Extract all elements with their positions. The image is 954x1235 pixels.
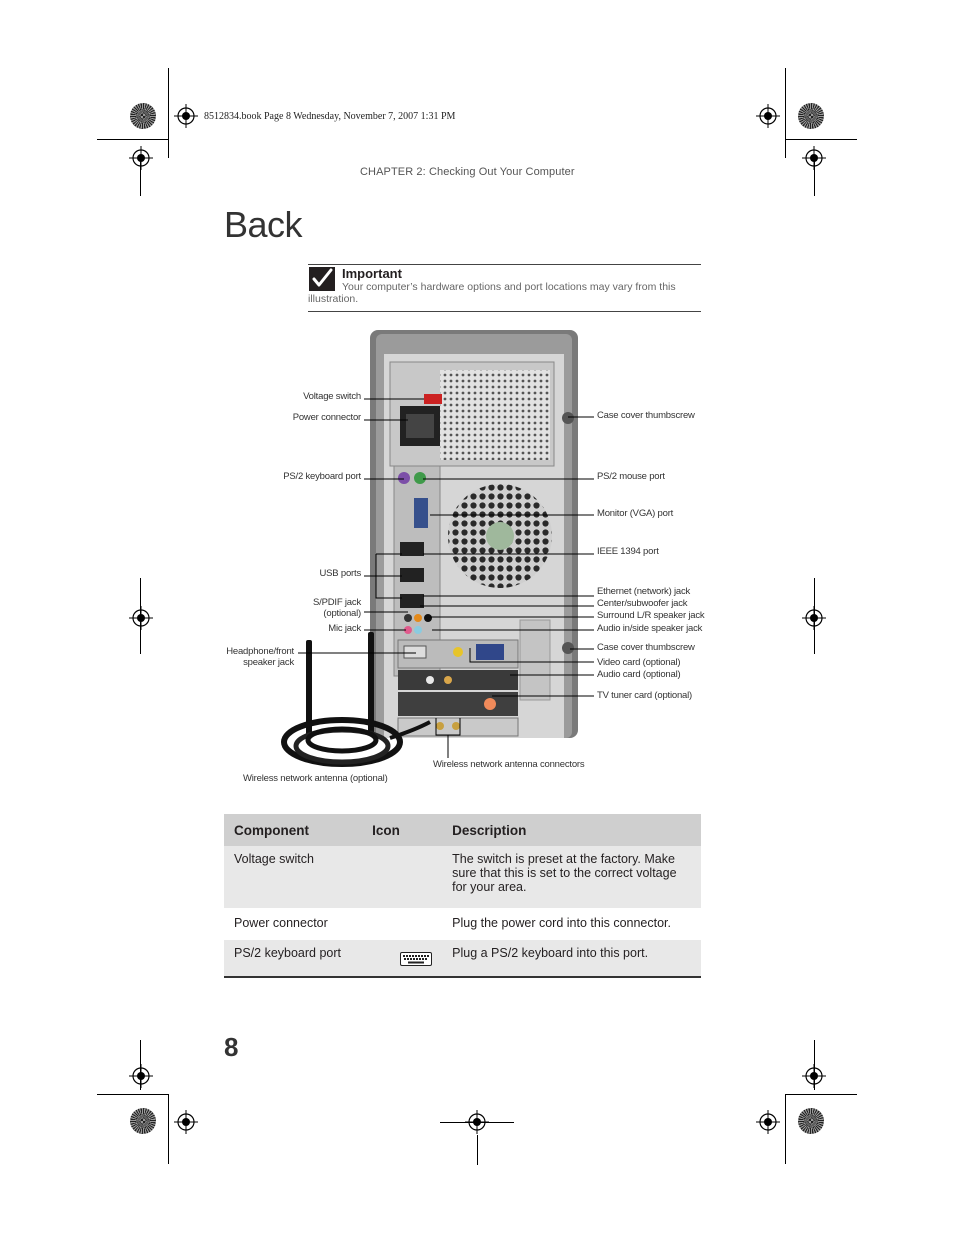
crop-mark	[814, 1040, 815, 1090]
running-head: CHAPTER 2: Checking Out Your Computer	[360, 166, 575, 178]
cell-description: Plug a PS/2 keyboard into this port.	[442, 938, 701, 978]
component-table: Component Icon Description Voltage switc…	[224, 814, 701, 978]
callout-ps2-mouse: PS/2 mouse port	[597, 471, 665, 482]
page-title: Back	[224, 204, 303, 245]
registration-mark-icon	[174, 1110, 198, 1134]
computer-back-photo	[370, 330, 578, 738]
page-number: 8	[224, 1032, 239, 1062]
cell-component: Voltage switch	[224, 846, 363, 909]
cell-component: Power connector	[224, 908, 363, 939]
crop-mark	[477, 1135, 478, 1165]
callout-spdif: S/PDIF jack	[313, 597, 361, 608]
crop-mark	[97, 139, 169, 140]
book-info-line: 8512834.book Page 8 Wednesday, November …	[204, 111, 456, 122]
header-component: Component	[224, 814, 363, 846]
callout-power-connector: Power connector	[292, 412, 361, 423]
table-row: Voltage switch The switch is preset at t…	[224, 846, 701, 909]
registration-mark-icon	[174, 104, 198, 128]
important-note: Important Your computer’s hardware optio…	[308, 264, 701, 312]
callout-audio-card: Audio card (optional)	[597, 669, 681, 680]
keyboard-icon	[400, 952, 433, 966]
important-text: Your computer’s hardware options and por…	[308, 281, 676, 305]
callout-tv-tuner: TV tuner card (optional)	[597, 690, 692, 701]
registration-mark-icon	[129, 606, 153, 630]
crop-mark	[814, 578, 815, 654]
callout-ethernet: Ethernet (network) jack	[597, 586, 691, 597]
callout-case-cover-bottom: Case cover thumbscrew	[597, 642, 695, 653]
checkmark-icon	[309, 267, 335, 291]
print-dial-mark	[798, 103, 824, 129]
crop-mark	[785, 68, 786, 158]
cell-description: Plug the power cord into this connector.	[442, 908, 701, 939]
callout-mic-jack: Mic jack	[328, 623, 361, 634]
cell-icon	[362, 908, 443, 939]
table-header-row: Component Icon Description	[224, 814, 701, 846]
callout-center-subwoofer: Center/subwoofer jack	[597, 598, 688, 609]
header-description: Description	[442, 814, 701, 846]
crop-mark	[440, 1122, 514, 1123]
callout-usb-ports: USB ports	[319, 568, 362, 579]
callout-surround: Surround L/R speaker jack	[597, 610, 705, 621]
crop-mark	[814, 160, 815, 196]
callout-headphone: Headphone/front	[226, 646, 294, 657]
callout-antenna-connectors: Wireless network antenna connectors	[433, 759, 585, 770]
print-dial-mark	[130, 103, 156, 129]
crop-mark	[785, 1094, 786, 1164]
callout-spdif-optional: (optional)	[323, 608, 361, 619]
crop-mark	[140, 1040, 141, 1090]
registration-mark-icon	[756, 104, 780, 128]
crop-mark	[97, 1094, 169, 1095]
cell-description: The switch is preset at the factory. Mak…	[442, 846, 701, 909]
table-row: PS/2 keyboard port Plug a PS/2 keyboard …	[224, 938, 701, 978]
table-row: Power connector Plug the power cord into…	[224, 908, 701, 939]
registration-mark-icon	[756, 1110, 780, 1134]
registration-mark-icon	[129, 146, 153, 170]
crop-mark	[785, 139, 857, 140]
print-dial-mark	[798, 1108, 824, 1134]
important-title: Important	[342, 266, 402, 281]
cell-icon	[362, 938, 443, 978]
callout-case-cover-top: Case cover thumbscrew	[597, 410, 695, 421]
crop-mark	[785, 1094, 857, 1095]
callout-video-card: Video card (optional)	[597, 657, 681, 668]
callout-headphone-speaker: speaker jack	[243, 657, 294, 668]
callout-voltage-switch: Voltage switch	[303, 391, 361, 402]
crop-mark	[140, 578, 141, 654]
crop-mark	[140, 160, 141, 196]
crop-mark	[168, 1094, 169, 1164]
callout-vga: Monitor (VGA) port	[597, 508, 674, 519]
callout-audio-in: Audio in/side speaker jack	[597, 623, 703, 634]
callout-ps2-keyboard: PS/2 keyboard port	[283, 471, 361, 482]
callout-ieee1394: IEEE 1394 port	[597, 546, 659, 557]
registration-mark-icon	[129, 1064, 153, 1088]
header-icon: Icon	[362, 814, 443, 846]
crop-mark	[168, 68, 169, 158]
cell-component: PS/2 keyboard port	[224, 938, 363, 978]
cell-icon	[362, 846, 443, 909]
print-dial-mark	[130, 1108, 156, 1134]
callout-wireless-antenna: Wireless network antenna (optional)	[243, 773, 388, 784]
wireless-antenna-illustration	[281, 632, 431, 767]
